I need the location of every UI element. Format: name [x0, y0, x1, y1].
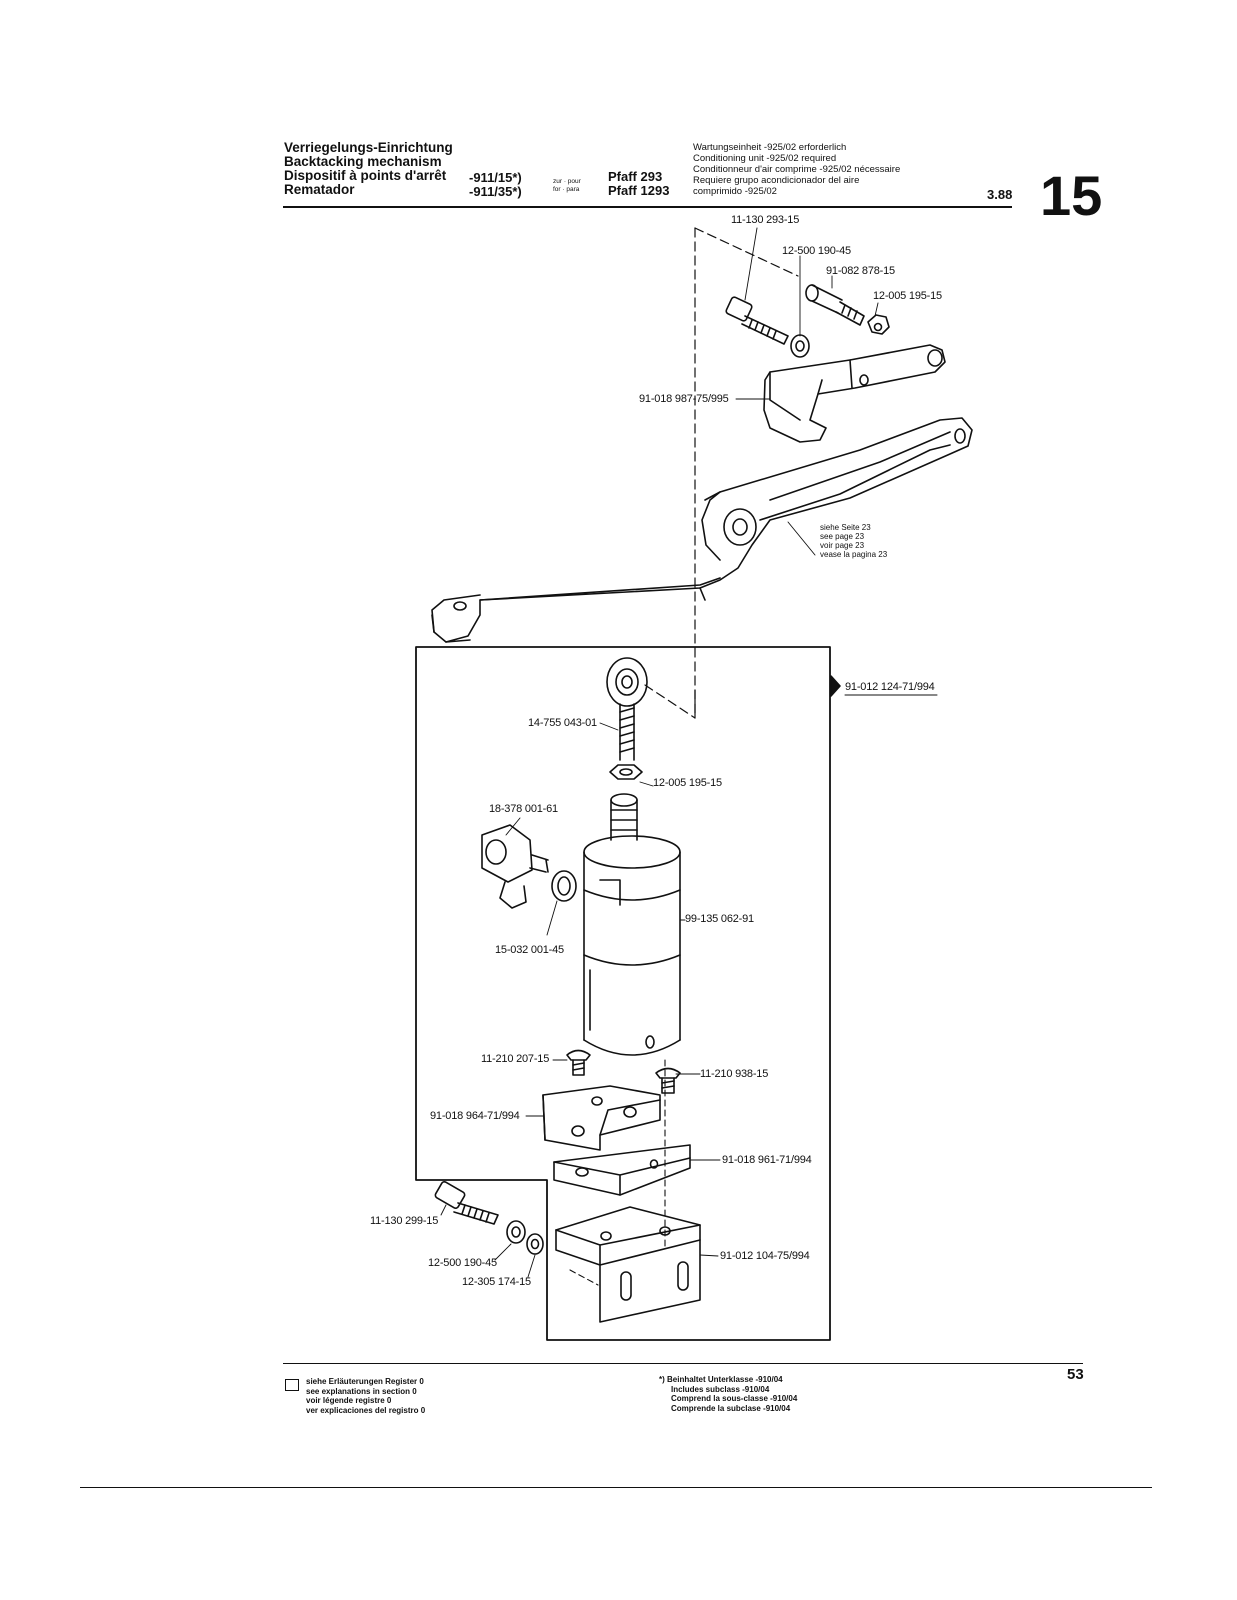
title-spanish: Rematador — [284, 182, 355, 197]
part-label: 12-005 195-15 — [873, 290, 942, 302]
nut-top-icon — [867, 314, 890, 335]
legend-box-icon — [285, 1379, 299, 1391]
title-german: Verriegelungs-Einrichtung — [284, 140, 453, 155]
o-ring-icon — [551, 870, 577, 902]
part-label: 11-210 207-15 — [481, 1053, 550, 1065]
title-french: Dispositif à points d'arrêt — [284, 168, 447, 183]
cylinder-icon — [583, 793, 681, 1056]
subassembly-frame — [415, 646, 831, 1341]
nut-middle-icon — [609, 764, 643, 780]
conditioning-note: Wartungseinheit -925/02 erforderlich Con… — [693, 142, 900, 197]
page-bottom-rule — [80, 1487, 1152, 1488]
part-label: 91-018 961-71/994 — [722, 1154, 812, 1166]
screw-left-icon — [566, 1049, 591, 1076]
rod-end-icon — [606, 657, 648, 761]
bracket-lever-icon — [763, 344, 946, 443]
screw-top-icon — [725, 296, 789, 345]
see-page-de: siehe Seite 23 — [820, 523, 871, 532]
page-number: 53 — [1067, 1366, 1084, 1383]
for-para-label: for · para — [553, 186, 580, 193]
date-stamp: 3.88 — [987, 187, 1013, 202]
part-label: 12-500 190-45 — [428, 1257, 497, 1269]
part-label: 91-018 987-75/995 — [639, 393, 729, 405]
screw-bottom-icon — [434, 1181, 499, 1225]
part-label: 14-755 043-01 — [528, 717, 597, 729]
see-page-fr: voir page 23 — [820, 541, 865, 550]
title-block: Verriegelungs-Einrichtung Backtacking me… — [284, 141, 453, 197]
legend-de: siehe Erläuterungen Register 0 — [306, 1377, 424, 1386]
variant-15: -911/15*) — [469, 170, 522, 185]
cond-note-es-2: comprimido -925/02 — [693, 186, 777, 197]
model-1293: Pfaff 1293 — [608, 183, 670, 198]
model-293: Pfaff 293 — [608, 169, 663, 184]
legend-text: siehe Erläuterungen Register 0 see expla… — [306, 1377, 425, 1415]
screw-right-icon — [655, 1067, 681, 1094]
footnote-de: *) Beinhaltet Unterklasse -910/04 — [659, 1375, 783, 1384]
see-page-note: siehe Seite 23 see page 23 voir page 23 … — [820, 523, 887, 559]
for-label-block: zur · pour for · para — [553, 178, 581, 194]
subassembly-marker-icon — [830, 675, 841, 697]
header-rule — [283, 206, 1012, 208]
model-block: Pfaff 293 Pfaff 1293 — [608, 170, 669, 198]
see-page-es: vease la pagina 23 — [820, 550, 888, 559]
footnote-en: Includes subclass -910/04 — [671, 1384, 770, 1394]
cond-note-de: Wartungseinheit -925/02 erforderlich — [693, 142, 847, 153]
air-fitting-icon — [481, 824, 549, 909]
footnote: *) Beinhaltet Unterklasse -910/04 Includ… — [659, 1375, 797, 1413]
part-label: 18-378 001-61 — [489, 803, 558, 815]
part-label: 12-500 190-45 — [782, 245, 851, 257]
mounting-block-icon — [555, 1206, 701, 1323]
part-label: 91-012 104-75/994 — [720, 1250, 810, 1262]
washer-bottom-icon — [506, 1220, 526, 1244]
spring-washer-icon — [526, 1233, 544, 1255]
main-lever-icon — [431, 417, 973, 643]
variant-block: -911/15*) -911/35*) — [469, 171, 522, 199]
legend-es: ver explicaciones del registro 0 — [306, 1405, 426, 1415]
washer-top-icon — [790, 334, 810, 358]
cond-note-fr: Conditionneur d'air comprime -925/02 néc… — [693, 164, 901, 175]
variant-35: -911/35*) — [469, 184, 522, 199]
footer-rule — [283, 1363, 1083, 1364]
pin-icon — [805, 284, 865, 326]
part-label: 11-130 293-15 — [731, 214, 800, 226]
cond-note-es-1: Requiere grupo acondicionador del aire — [693, 175, 860, 186]
part-label: 12-305 174-15 — [462, 1276, 531, 1288]
footnote-fr: Comprend la sous-classe -910/04 — [671, 1394, 798, 1403]
legend-en: see explanations in section 0 — [306, 1386, 417, 1396]
section-number: 15 — [1040, 164, 1103, 227]
angle-bracket-icon — [542, 1085, 661, 1151]
cond-note-en: Conditioning unit -925/02 required — [693, 153, 837, 164]
part-label: 11-130 299-15 — [370, 1215, 439, 1227]
part-label: 91-018 964-71/994 — [430, 1110, 520, 1122]
channel-bracket-icon — [553, 1144, 691, 1196]
part-label: 15-032 001-45 — [495, 944, 564, 956]
part-label: 12-005 195-15 — [653, 777, 722, 789]
part-label: 99-135 062-91 — [685, 913, 754, 925]
part-label: 11-210 938-15 — [700, 1068, 769, 1080]
assembly-part-label: 91-012 124-71/994 — [845, 681, 935, 693]
part-label: 91-082 878-15 — [826, 265, 895, 277]
title-english: Backtacking mechanism — [284, 154, 442, 169]
footnote-es: Comprende la subclase -910/04 — [671, 1403, 791, 1413]
see-page-en: see page 23 — [820, 532, 865, 541]
legend-fr: voir légende registre 0 — [306, 1396, 392, 1405]
zur-pour-label: zur · pour — [553, 178, 581, 185]
